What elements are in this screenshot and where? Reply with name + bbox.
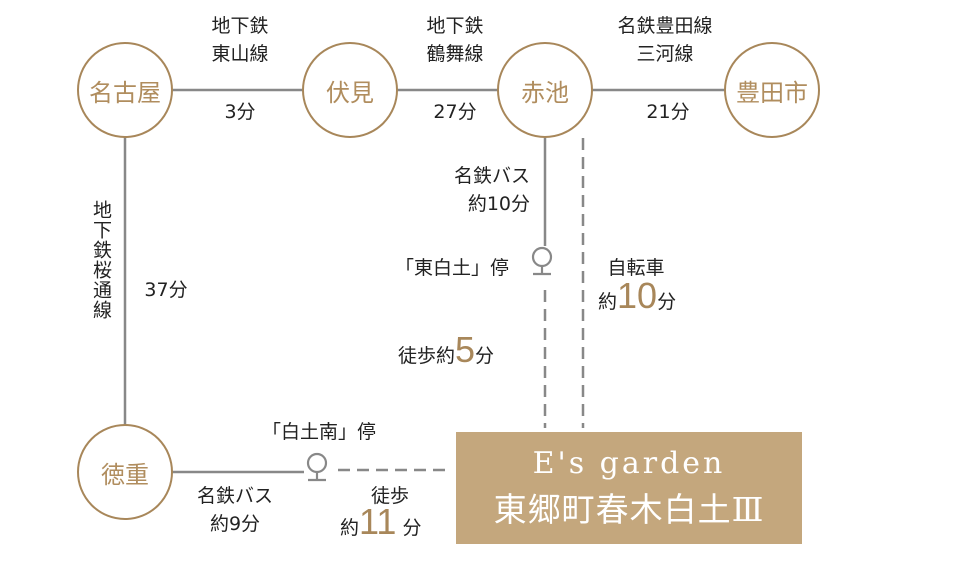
station-nagoya: 名古屋 [77,42,173,138]
walk5-time: 徒歩約5分 [398,332,495,370]
walk11-prefix: 約 [340,517,360,539]
line-sakuradori: 地下鉄桜通線 [90,200,112,320]
destination-name-ja: 東郷町春木白土Ⅲ [493,490,765,529]
bus-stop-icon [531,246,553,276]
bus-tokushige-label: 名鉄バス 約9分 [196,485,273,535]
walk5-minutes: 5 [455,329,476,370]
station-tokushige: 徳重 [77,424,173,520]
bus-akaike-label: 名鉄バス 約10分 [453,165,530,215]
bike-time: 約10分 [598,278,677,316]
bike-label: 自転車 [607,257,665,279]
bike-prefix: 約 [598,291,618,313]
stop-higashishirahiji: 「東白土」停 [395,257,510,279]
destination-box: E's garden 東郷町春木白土Ⅲ [456,432,802,544]
stop-shirahijiminami: 「白土南」停 [262,421,377,443]
station-akaike: 赤池 [497,42,593,138]
time-toyota: 21分 [646,101,690,123]
destination-name-en: E's garden [532,446,726,481]
bike-unit: 分 [657,291,677,313]
walk5-prefix: 徒歩約 [398,345,456,367]
walk11-minutes: 11 [359,501,397,542]
line-higashiyama: 地下鉄 東山線 [211,15,269,65]
walk5-unit: 分 [475,345,495,367]
time-higashiyama: 3分 [224,101,256,123]
walk11-unit: 分 [402,517,422,539]
time-tsurumai: 27分 [433,101,477,123]
station-fushimi: 伏見 [302,42,398,138]
time-sakuradori: 37分 [144,279,188,301]
station-toyotashi: 豊田市 [724,42,820,138]
bike-minutes: 10 [617,275,658,316]
walk11-time: 約11 分 [340,504,422,542]
line-tsurumai: 地下鉄 鶴舞線 [426,15,484,65]
walk11-label: 徒歩 [370,485,409,507]
line-toyota: 名鉄豊田線 三河線 [617,15,713,65]
bus-stop-icon [306,452,328,482]
